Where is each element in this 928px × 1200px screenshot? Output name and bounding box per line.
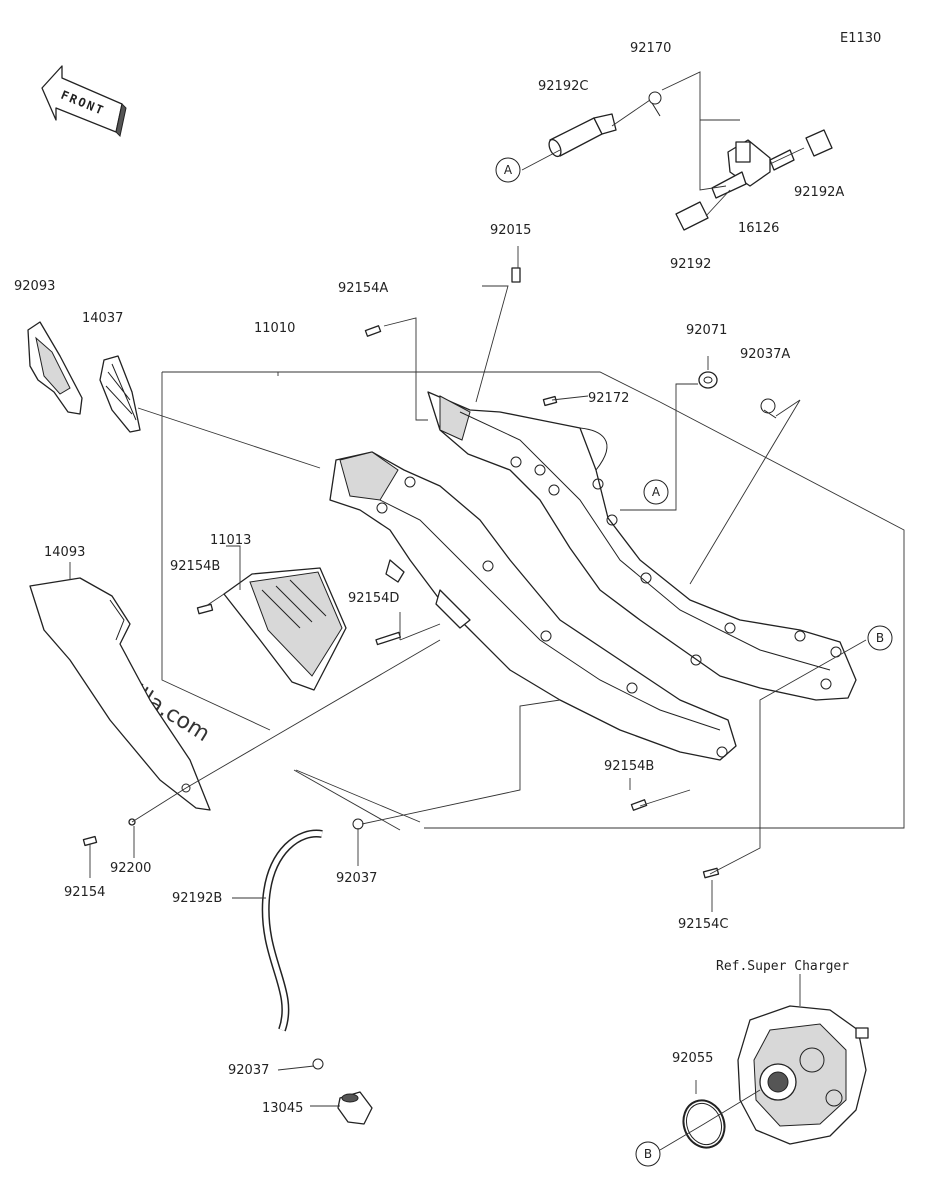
callout-a-mid: A bbox=[643, 479, 669, 505]
part-label: 92192B bbox=[172, 891, 222, 906]
valve-group bbox=[521, 71, 833, 231]
svg-text:A: A bbox=[504, 163, 513, 177]
part-label: 92037 bbox=[336, 871, 377, 886]
part-label: 92154B bbox=[604, 759, 654, 774]
part-label: 92071 bbox=[686, 323, 727, 338]
svg-text:B: B bbox=[644, 1147, 652, 1161]
part-label: 92172 bbox=[588, 391, 629, 406]
cover-14093 bbox=[29, 577, 211, 811]
drain-hose bbox=[261, 818, 373, 1125]
part-label: 92192 bbox=[670, 257, 711, 272]
part-label: 92154C bbox=[678, 917, 728, 932]
bolts bbox=[82, 267, 720, 879]
reference-note: Ref.Super Charger bbox=[716, 959, 849, 974]
air-duct-assembly bbox=[329, 391, 857, 761]
callout-b-right: B bbox=[867, 625, 893, 651]
part-label: 14037 bbox=[82, 311, 123, 326]
part-label: 14093 bbox=[44, 545, 85, 560]
front-arrow-icon: FRONT bbox=[41, 65, 127, 138]
part-label: 92154D bbox=[348, 591, 399, 606]
svg-text:A: A bbox=[652, 485, 661, 499]
part-label: 92093 bbox=[14, 279, 55, 294]
super-charger bbox=[682, 1005, 869, 1149]
part-label: 92192C bbox=[538, 79, 588, 94]
part-label: 16126 bbox=[738, 221, 779, 236]
part-label: 92015 bbox=[490, 223, 531, 238]
part-label: 92037A bbox=[740, 347, 790, 362]
part-label: 92200 bbox=[110, 861, 151, 876]
part-labels: 92170 92192C 92192A 16126 92192 92015 92… bbox=[14, 41, 844, 1116]
part-label: 92154B bbox=[170, 559, 220, 574]
part-label: 11010 bbox=[254, 321, 295, 336]
svg-text:B: B bbox=[876, 631, 884, 645]
leader-lines bbox=[69, 119, 905, 1151]
part-label: 92037 bbox=[228, 1063, 269, 1078]
part-label: 92154A bbox=[338, 281, 388, 296]
grommet-92071 bbox=[698, 371, 718, 389]
callout-b-bottom: B bbox=[635, 1141, 661, 1167]
part-label: 92192A bbox=[794, 185, 844, 200]
part-label: 92055 bbox=[672, 1051, 713, 1066]
part-label: 11013 bbox=[210, 533, 251, 548]
duct-piece-92093 bbox=[27, 321, 83, 415]
callout-a-top: A bbox=[495, 157, 521, 183]
screen-14037 bbox=[99, 355, 141, 433]
clamp-92037A bbox=[760, 398, 777, 419]
part-label: 92170 bbox=[630, 41, 671, 56]
part-label: 92154 bbox=[64, 885, 105, 900]
diagram-code: E1130 bbox=[840, 31, 881, 46]
part-label: 13045 bbox=[262, 1101, 303, 1116]
air-filter bbox=[223, 567, 347, 691]
